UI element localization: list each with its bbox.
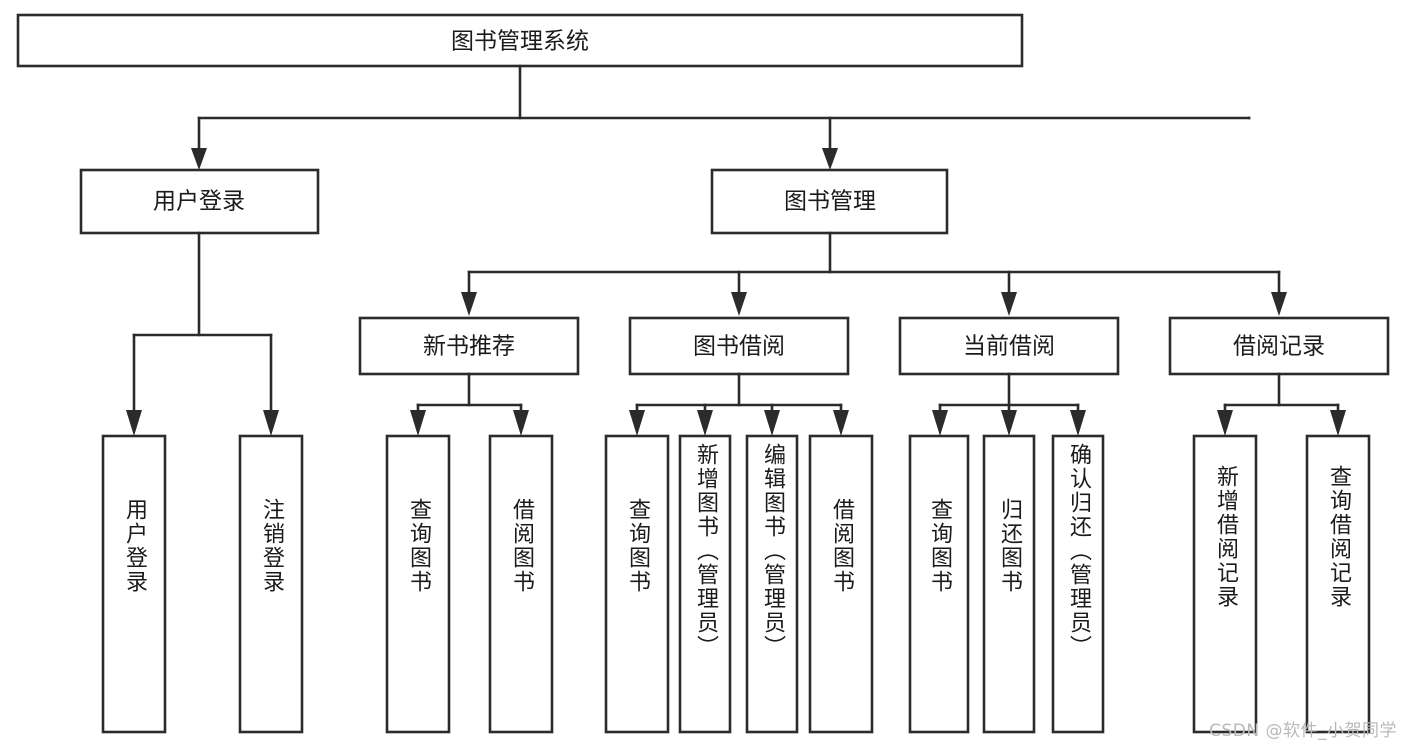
connector-borrow-record-to-leaves <box>1217 372 1346 436</box>
arrow-leaf-borrow-book-1 <box>513 410 529 436</box>
arrow-leaf-return-book <box>1001 410 1017 436</box>
leaf-box-query-book-3[interactable] <box>908 434 970 734</box>
leaf-box-return-book[interactable] <box>982 434 1036 734</box>
arrow-book-borrow <box>731 292 747 316</box>
new-book-recommend-label: 新书推荐 <box>423 334 515 360</box>
connector-new-book-to-leaves <box>410 372 529 436</box>
connector-book-borrow-to-leaves <box>629 372 849 436</box>
arrow-to-user-login <box>191 148 207 170</box>
arrow-leaf-borrow-book-2 <box>833 410 849 436</box>
node-new-book-recommend[interactable]: 新书推荐 <box>358 316 580 376</box>
leaf-box-query-book-2[interactable] <box>604 434 670 734</box>
arrow-leaf-add-record <box>1217 410 1233 436</box>
book-management-label: 图书管理 <box>784 189 876 215</box>
leaf-box-add-book[interactable] <box>678 434 732 734</box>
arrow-current-borrow <box>1001 292 1017 316</box>
leaf-box-user-login[interactable] <box>101 434 167 734</box>
arrow-leaf-user-login <box>126 410 142 436</box>
arrow-leaf-add-book <box>697 410 713 436</box>
arrow-leaf-query-book-3 <box>932 410 948 436</box>
arrow-leaf-logout <box>263 410 279 436</box>
leaf-box-edit-book[interactable] <box>745 434 799 734</box>
arrow-leaf-edit-book <box>764 410 780 436</box>
arrow-leaf-query-book-2 <box>629 410 645 436</box>
arrow-to-book-mgmt <box>822 148 838 170</box>
user-login-label: 用户登录 <box>153 189 245 215</box>
leaf-box-borrow-book-1[interactable] <box>488 434 554 734</box>
root-label: 图书管理系统 <box>451 29 589 55</box>
current-borrow-label: 当前借阅 <box>963 334 1055 360</box>
arrow-leaf-confirm-return <box>1070 410 1086 436</box>
node-current-borrow[interactable]: 当前借阅 <box>898 316 1120 376</box>
connector-user-login-to-leaves <box>126 231 279 436</box>
leaf-box-add-record[interactable] <box>1192 434 1258 734</box>
node-user-login[interactable]: 用户登录 <box>79 168 320 235</box>
connector-root-to-level1 <box>191 64 1251 170</box>
arrow-leaf-query-record <box>1330 410 1346 436</box>
book-management-box[interactable] <box>710 168 949 235</box>
new-book-recommend-box[interactable] <box>358 316 580 376</box>
book-borrow-box[interactable] <box>628 316 850 376</box>
leaf-box-borrow-book-2[interactable] <box>808 434 874 734</box>
node-root[interactable]: 图书管理系统 <box>16 13 1024 68</box>
arrow-new-book <box>461 292 477 316</box>
current-borrow-box[interactable] <box>898 316 1120 376</box>
arrow-leaf-query-book-1 <box>410 410 426 436</box>
book-borrow-label: 图书借阅 <box>693 334 785 360</box>
root-box[interactable] <box>16 13 1024 68</box>
leaf-box-logout[interactable] <box>238 434 304 734</box>
node-book-management[interactable]: 图书管理 <box>710 168 949 235</box>
csdn-watermark: CSDN @软件_小贺同学 <box>1209 721 1397 741</box>
node-borrow-record[interactable]: 借阅记录 <box>1168 316 1390 376</box>
leaf-box-confirm-return[interactable] <box>1051 434 1105 734</box>
leaf-box-query-book-1[interactable] <box>385 434 451 734</box>
leaf-box-query-record[interactable] <box>1305 434 1371 734</box>
connector-current-borrow-to-leaves <box>932 372 1086 436</box>
node-book-borrow[interactable]: 图书借阅 <box>628 316 850 376</box>
arrow-borrow-record <box>1271 292 1287 316</box>
borrow-record-label: 借阅记录 <box>1233 334 1325 360</box>
connector-book-mgmt-to-level2 <box>461 231 1287 316</box>
